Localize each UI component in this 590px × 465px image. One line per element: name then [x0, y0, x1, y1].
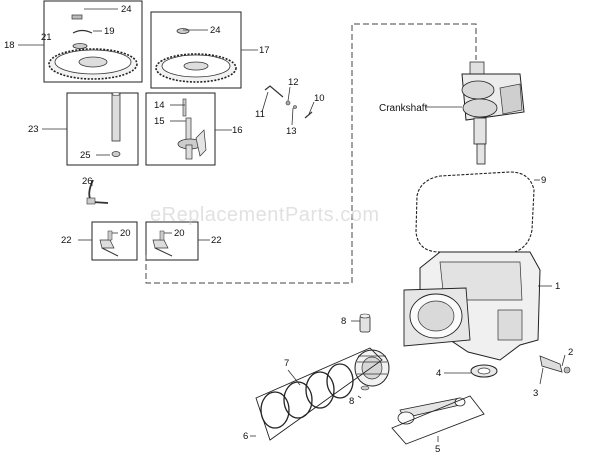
camshaft-gear [48, 14, 138, 80]
callout-18: 18 [4, 40, 15, 51]
callout-20: 20 [120, 228, 131, 239]
callout-7: 7 [284, 358, 289, 369]
box-shaft-23 [66, 92, 139, 166]
callout-1: 1 [555, 281, 560, 292]
callout-8: 8 [341, 316, 346, 327]
small-parts-10-13 [264, 85, 313, 119]
crankcase [403, 251, 541, 361]
box-bracket-left [91, 221, 138, 261]
callout-25: 25 [80, 150, 91, 161]
crankshaft [461, 61, 525, 165]
connecting-rod [397, 397, 466, 425]
callout-19: 19 [104, 26, 115, 37]
bracket-right [152, 230, 173, 257]
callout-17: 17 [259, 45, 270, 56]
callout-13: 13 [286, 126, 297, 137]
callout-24b: 24 [210, 25, 221, 36]
seal [470, 364, 498, 378]
callout-15: 15 [154, 116, 165, 127]
callout-8b: 8 [349, 396, 354, 407]
callout-5: 5 [435, 444, 440, 455]
watermark: eReplacementParts.com [150, 204, 379, 226]
box-camshaft-gear [43, 0, 143, 83]
callout-6: 6 [243, 431, 248, 442]
callout-2: 2 [568, 347, 573, 358]
callout-20b: 20 [174, 228, 185, 239]
callout-26: 26 [82, 176, 93, 187]
callout-12: 12 [288, 77, 299, 88]
dashed-reference-line [145, 23, 477, 284]
rings-frame [255, 347, 383, 441]
callout-24: 24 [121, 4, 132, 15]
bracket-left [99, 230, 119, 257]
callout-22b: 22 [211, 235, 222, 246]
callout-16: 16 [232, 125, 243, 136]
callouts: 24 19 21 18 24 17 12 10 14 15 11 13 16 2… [4, 4, 573, 455]
callout-10: 10 [314, 93, 325, 104]
piston-rings [260, 363, 354, 429]
gear-17 [155, 28, 237, 83]
crankshaft-label: Crankshaft [379, 103, 428, 114]
box-bracket-right [145, 221, 199, 261]
leader-lines [18, 8, 566, 442]
governor-16 [177, 98, 207, 160]
callout-3: 3 [533, 388, 538, 399]
shaft-23 [111, 92, 121, 157]
callout-14: 14 [154, 100, 165, 111]
gasket [415, 171, 535, 255]
callout-9: 9 [541, 175, 546, 186]
callout-23: 23 [28, 124, 39, 135]
callout-4: 4 [436, 368, 441, 379]
callout-22: 22 [61, 235, 72, 246]
box-governor-16 [145, 92, 216, 166]
sensor-part [539, 355, 571, 374]
callout-21: 21 [41, 32, 52, 43]
rod-frame [391, 395, 485, 445]
callout-11: 11 [255, 109, 265, 120]
